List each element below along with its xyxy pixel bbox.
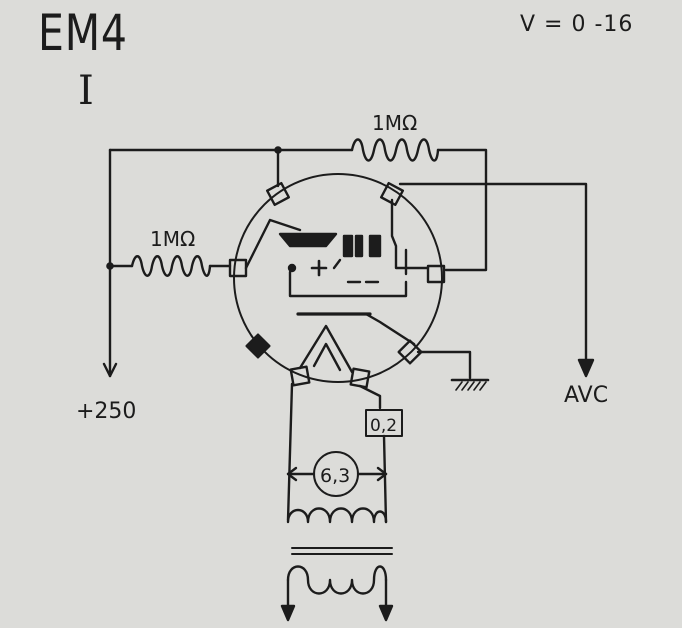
top-resistor-label: 1MΩ xyxy=(372,111,417,135)
junction-dot-left xyxy=(106,262,114,270)
deflector-plate-2 xyxy=(354,234,364,258)
wire-top-right xyxy=(436,148,488,272)
heater-filament xyxy=(298,324,354,374)
transformer-secondary xyxy=(286,507,388,524)
grid-cross xyxy=(310,259,328,277)
wire-grid-return xyxy=(288,270,408,298)
supply-arrow xyxy=(102,362,118,378)
wire-internal-right xyxy=(390,198,430,270)
voltage-range-label: V = 0 -16 xyxy=(520,12,634,37)
junction-dot xyxy=(274,146,282,154)
pin-4 xyxy=(426,264,446,284)
primary-arrow-left xyxy=(280,604,296,622)
avc-label: AVC xyxy=(564,383,608,408)
dimension-arrow-left xyxy=(286,466,298,482)
wire-internal-left xyxy=(244,218,302,270)
wire-ground xyxy=(416,350,472,380)
pin-2 xyxy=(379,181,405,207)
tube-variant-label: I xyxy=(78,68,94,114)
grid-stub xyxy=(332,258,342,270)
pin-8 xyxy=(349,367,371,389)
pin-3 xyxy=(228,258,248,278)
deflector-plate-3 xyxy=(368,234,382,258)
transformer-primary xyxy=(286,565,388,595)
avc-arrow xyxy=(577,358,595,378)
left-resistor xyxy=(130,255,212,277)
pin-5-blank xyxy=(245,333,271,359)
ground-hatching xyxy=(455,381,487,391)
pin-6 xyxy=(397,339,423,365)
heater-lead-right xyxy=(382,434,388,524)
heater-current-label: 0,2 xyxy=(370,416,397,436)
tube-envelope xyxy=(233,173,443,383)
transformer-core xyxy=(291,547,393,555)
pin-1 xyxy=(265,181,291,207)
voltage-circle xyxy=(313,451,359,497)
cathode-wire xyxy=(364,312,416,346)
deflector-plate-1 xyxy=(342,234,354,258)
primary-arrow-right xyxy=(378,604,394,622)
pin-7 xyxy=(289,365,311,387)
tube-type-title: EM4 xyxy=(38,4,128,62)
top-resistor xyxy=(350,138,440,162)
heater-filament-inner xyxy=(312,342,342,372)
target-electrode xyxy=(278,232,338,248)
left-resistor-label: 1MΩ xyxy=(150,227,195,251)
heater-voltage-label: 6,3 xyxy=(320,465,350,487)
wire-avc xyxy=(398,182,588,374)
dimension-arrow-right xyxy=(376,466,388,482)
heater-lead-right-top xyxy=(358,384,382,410)
supply-voltage-label: +250 xyxy=(76,399,136,424)
grid-dot xyxy=(287,263,297,273)
heater-lead-left xyxy=(286,382,294,522)
